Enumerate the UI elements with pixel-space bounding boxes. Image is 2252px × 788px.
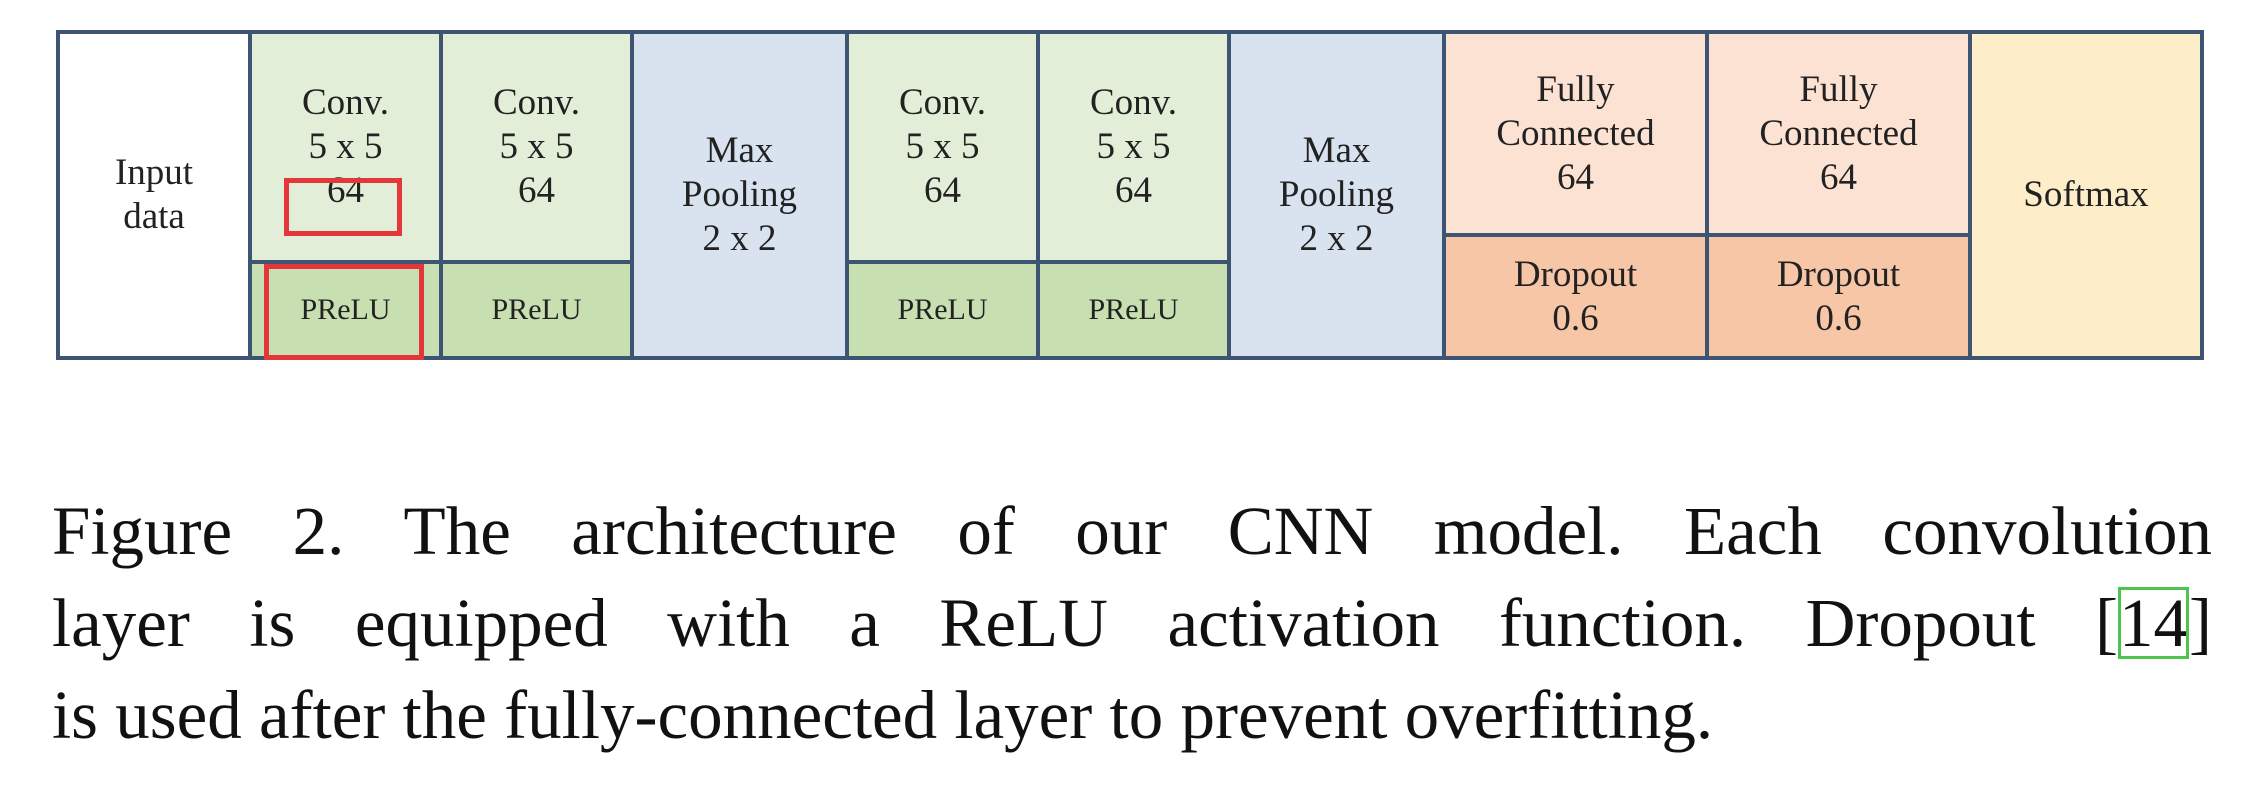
pool-1-line: Max	[705, 130, 774, 171]
input-label-line: data	[123, 196, 185, 237]
pool-1-line: 2 x 2	[702, 218, 777, 259]
conv-4-cell: Conv. 5 x 5 64	[1040, 34, 1227, 264]
conv-1-filters: 64	[327, 170, 364, 211]
fc-1-cell: Fully Connected 64	[1446, 34, 1705, 237]
fc-2-dropout: Dropout 0.6	[1709, 237, 1968, 356]
fc-2-dropout-label: Dropout	[1776, 253, 1901, 295]
fully-connected-layer-1: Fully Connected 64 Dropout 0.6	[1446, 34, 1709, 356]
input-layer: Input data	[60, 34, 252, 356]
conv-layer-2: Conv. 5 x 5 64 PReLU	[443, 34, 634, 356]
conv-1-name: Conv.	[301, 82, 390, 123]
pool-1-cell: Max Pooling 2 x 2	[634, 34, 845, 356]
conv-2-activation-label: PReLU	[491, 293, 582, 326]
pool-1-line: Pooling	[681, 174, 798, 215]
conv-4-filters: 64	[1115, 170, 1152, 211]
pool-2-line: Max	[1302, 130, 1371, 171]
caption-line-1: Figure 2. The architecture of our CNN mo…	[52, 493, 2212, 569]
fc-2-dropout-rate: 0.6	[1815, 297, 1862, 339]
cnn-architecture-diagram: Input data Conv. 5 x 5 64 PReLU Conv. 5 …	[56, 30, 2204, 360]
fc-1-line: Connected	[1496, 112, 1655, 154]
conv-4-activation-label: PReLU	[1088, 293, 1179, 326]
conv-3-name: Conv.	[898, 82, 987, 123]
conv-2-filters: 64	[518, 170, 555, 211]
softmax-label: Softmax	[2023, 174, 2149, 215]
fc-2-cell: Fully Connected 64	[1709, 34, 1968, 237]
fc-1-dropout-label: Dropout	[1513, 253, 1638, 295]
pool-2-line: Pooling	[1278, 174, 1395, 215]
input-layer-cell: Input data	[60, 34, 248, 356]
fc-1-units: 64	[1557, 156, 1594, 198]
conv-layer-4: Conv. 5 x 5 64 PReLU	[1040, 34, 1231, 356]
fc-2-units: 64	[1820, 156, 1857, 198]
conv-3-activation: PReLU	[849, 264, 1036, 356]
fc-1-dropout: Dropout 0.6	[1446, 237, 1705, 356]
fc-1-dropout-rate: 0.6	[1552, 297, 1599, 339]
conv-2-kernel: 5 x 5	[499, 126, 574, 167]
conv-3-filters: 64	[924, 170, 961, 211]
conv-layer-3: Conv. 5 x 5 64 PReLU	[849, 34, 1040, 356]
caption-line-3: is used after the fully-connected layer …	[52, 677, 1714, 753]
conv-4-kernel: 5 x 5	[1096, 126, 1171, 167]
conv-3-cell: Conv. 5 x 5 64	[849, 34, 1036, 264]
conv-2-name: Conv.	[492, 82, 581, 123]
conv-1-activation-label: PReLU	[300, 293, 391, 326]
fc-1-line: Fully	[1536, 68, 1615, 110]
conv-3-activation-label: PReLU	[897, 293, 988, 326]
fc-2-line: Fully	[1799, 68, 1878, 110]
conv-1-activation: PReLU	[252, 264, 439, 356]
max-pooling-layer-2: Max Pooling 2 x 2	[1231, 34, 1446, 356]
citation-link[interactable]: 14	[2118, 585, 2190, 661]
conv-3-kernel: 5 x 5	[905, 126, 980, 167]
figure-caption: Figure 2. The architecture of our CNN mo…	[52, 485, 2212, 761]
conv-layer-1: Conv. 5 x 5 64 PReLU	[252, 34, 443, 360]
caption-line-2-end: ]	[2189, 585, 2212, 661]
caption-line-2: layer is equipped with a ReLU activation…	[52, 577, 2212, 669]
conv-4-name: Conv.	[1089, 82, 1178, 123]
conv-1-cell: Conv. 5 x 5 64	[252, 34, 439, 264]
caption-line-2-text: layer is equipped with a ReLU activation…	[52, 585, 2119, 661]
conv-2-cell: Conv. 5 x 5 64	[443, 34, 630, 264]
fully-connected-layer-2: Fully Connected 64 Dropout 0.6	[1709, 34, 1972, 356]
input-label-line: Input	[114, 152, 194, 193]
max-pooling-layer-1: Max Pooling 2 x 2	[634, 34, 849, 356]
fc-2-line: Connected	[1759, 112, 1918, 154]
conv-4-activation: PReLU	[1040, 264, 1227, 356]
softmax-layer: Softmax	[1972, 34, 2200, 356]
conv-2-activation: PReLU	[443, 264, 630, 356]
softmax-cell: Softmax	[1972, 34, 2200, 356]
pool-2-line: 2 x 2	[1299, 218, 1374, 259]
conv-1-kernel: 5 x 5	[308, 126, 383, 167]
pool-2-cell: Max Pooling 2 x 2	[1231, 34, 1442, 356]
